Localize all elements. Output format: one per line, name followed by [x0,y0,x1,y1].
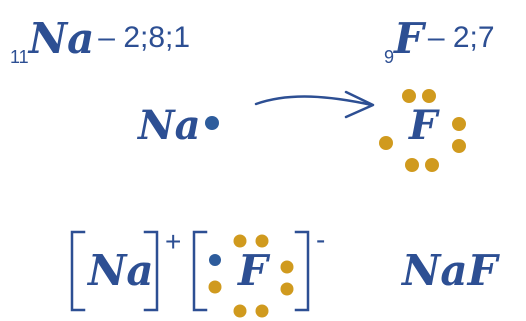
anion-symbol: F [238,246,268,295]
cation-brackets [70,230,159,312]
fluoride-valence-electrons [208,234,294,318]
fluorine-atomic-number: 9 [384,47,395,67]
acceptor-fluorine-symbol: F [409,102,438,149]
fluorine-symbol: F [394,14,424,63]
anion-charge: - [316,224,326,255]
fluorine-config-line: 9F – 2;7 [384,18,495,67]
arrow-right-icon [254,90,375,119]
sodium-config-line: 11Na – 2;8;1 [10,18,191,67]
donor-sodium-symbol: Na [138,102,201,149]
sodium-valence-electron [205,116,219,130]
sodium-atomic-number: 11 [10,47,29,67]
transferred-electron [209,254,221,266]
anion-brackets [192,230,310,312]
compound-formula: NaF [402,246,498,295]
fluorine-valence-electrons [379,89,466,172]
sodium-symbol: Na [28,14,95,63]
cation-symbol: Na [88,246,154,295]
fluorine-electron-config: – 2;7 [427,21,495,54]
cation-charge: + [165,226,182,257]
sodium-electron-config: – 2;8;1 [98,21,191,54]
